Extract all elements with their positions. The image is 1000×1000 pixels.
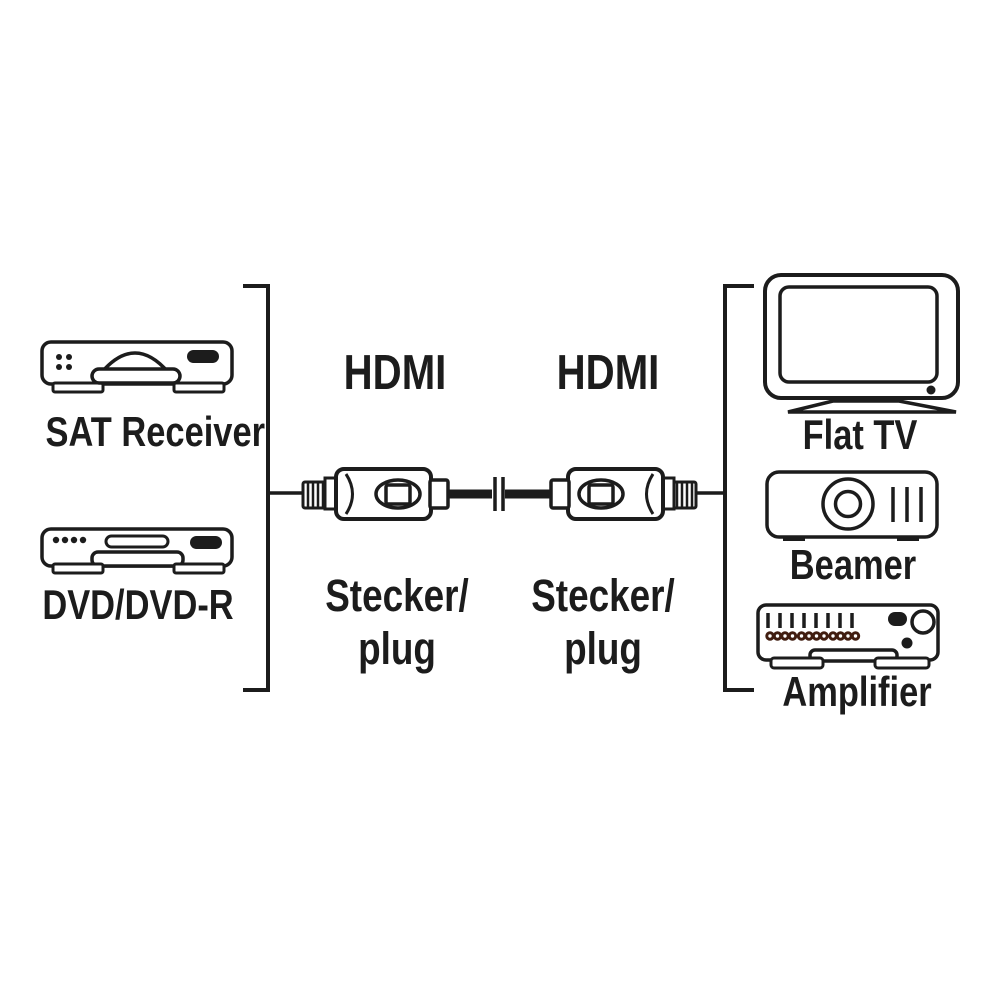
dvd-foot-left (51, 562, 105, 575)
dvd-player-icon (40, 527, 234, 575)
amp-foot-left (769, 656, 825, 670)
sat-foot-right (172, 381, 226, 394)
sat-indicator-dots (56, 354, 72, 370)
beamer-projector-icon (765, 470, 939, 541)
amp-display (888, 612, 907, 626)
right-bracket (694, 284, 754, 692)
plug-logo-rect (384, 483, 412, 506)
plug-grip-curve (645, 473, 655, 515)
plug-label-right: Stecker/ plug (521, 569, 685, 675)
beamer-vents (891, 487, 923, 522)
dvd-display (190, 536, 222, 549)
hdmi-plug-right-icon (549, 467, 698, 521)
hdmi-plug-left-icon (301, 467, 450, 521)
plug-label-right-line2: plug (564, 623, 642, 675)
hdmi-label-left: HDMI (343, 346, 447, 400)
plug-label-left: Stecker/ plug (315, 569, 479, 675)
dvd-tray (90, 550, 185, 568)
tv-stand (787, 399, 957, 414)
amplifier-label: Amplifier (782, 668, 932, 715)
dvd-indicator-dots (52, 536, 87, 544)
dvd-disc-slot (104, 534, 170, 549)
sat-receiver-icon (40, 340, 234, 394)
tv-power-led (926, 385, 936, 395)
sat-receiver-label: SAT Receiver (45, 408, 266, 455)
plug-logo-rect (587, 483, 615, 506)
sat-foot-left (51, 381, 105, 394)
plug-label-left-line1: Stecker/ (325, 570, 469, 621)
hdmi-cable (301, 467, 698, 521)
amp-led-row (765, 631, 861, 641)
tv-screen (778, 285, 939, 384)
amp-equalizer-bars (766, 613, 854, 628)
beamer-lens-inner (833, 489, 863, 519)
plug-tip-ribs (675, 483, 694, 507)
plug-label-left-line2: plug (358, 623, 436, 675)
dvd-foot-right (172, 562, 226, 575)
plug-strain-relief (549, 478, 571, 510)
plug-tip-ribs (306, 483, 325, 507)
beamer-label: Beamer (789, 541, 917, 588)
hdmi-label-right: HDMI (556, 346, 660, 400)
cable-break-marks (493, 477, 505, 511)
dvd-player-label: DVD/DVD-R (42, 581, 234, 628)
flat-tv-label: Flat TV (802, 411, 918, 458)
plug-grip-curve (344, 473, 354, 515)
amp-volume-knob (910, 609, 936, 635)
flat-tv-icon (763, 273, 960, 414)
sat-dome-base (90, 367, 182, 385)
plug-strain-relief (428, 478, 450, 510)
amp-foot-right (873, 656, 931, 670)
sat-display (187, 350, 219, 363)
left-bracket (243, 284, 305, 692)
plug-label-right-line1: Stecker/ (531, 570, 675, 621)
amp-power-button (901, 637, 913, 649)
amplifier-icon (756, 603, 940, 670)
